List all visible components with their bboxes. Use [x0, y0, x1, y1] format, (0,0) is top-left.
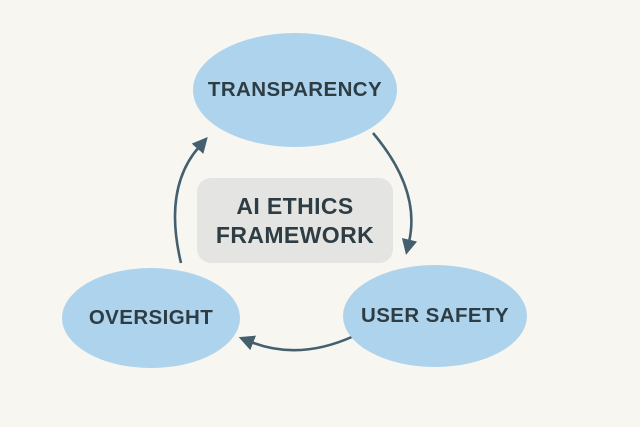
center-title-box: AI ETHICS FRAMEWORK: [197, 178, 393, 263]
node-oversight-label: OVERSIGHT: [88, 306, 214, 329]
center-title-line1: AI ETHICS: [236, 193, 354, 220]
arrow-user-safety-to-oversight-icon: [238, 334, 355, 352]
node-user-safety-label: USER SAFETY: [361, 304, 509, 327]
arrow-transparency-to-user-safety-icon: [372, 132, 418, 255]
node-transparency: TRANSPARENCY: [193, 33, 397, 147]
arrow-oversight-to-transparency-icon: [173, 137, 208, 264]
center-title-line2: FRAMEWORK: [215, 221, 375, 248]
node-oversight: OVERSIGHT: [62, 268, 240, 368]
node-transparency-label: TRANSPARENCY: [207, 78, 383, 101]
node-user-safety: USER SAFETY: [343, 265, 527, 367]
